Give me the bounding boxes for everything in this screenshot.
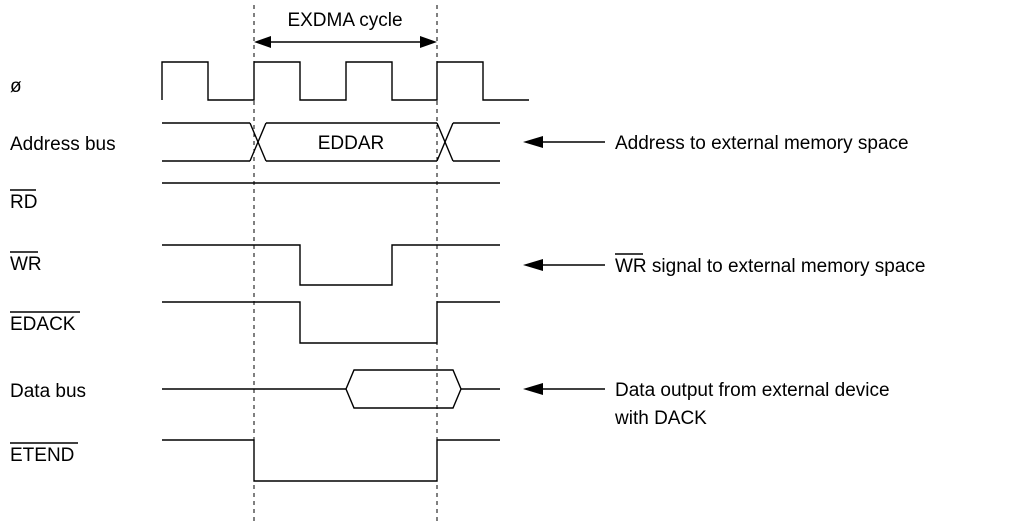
- address-annotation-arrow: [523, 136, 605, 148]
- signal-name-edack: EDACK: [10, 314, 76, 335]
- signal-name-rd: RD: [10, 192, 37, 213]
- signal-name-clock: ø: [10, 76, 22, 97]
- signal-name-etend: ETEND: [10, 445, 74, 466]
- clock-waveform: [161, 61, 529, 101]
- wr-annotation-text: WR signal to external memory space: [615, 256, 925, 277]
- signal-name-address-bus: Address bus: [10, 134, 116, 155]
- address-bus-waveform: [162, 122, 500, 162]
- data-annotation-line1: Data output from external device: [615, 380, 890, 401]
- wr-annotation-signal: WR: [615, 256, 647, 277]
- data-bus-waveform: [162, 369, 500, 409]
- edack-waveform: [162, 301, 500, 344]
- wr-annotation-rest: signal to external memory space: [647, 256, 926, 277]
- etend-waveform: [162, 439, 500, 482]
- data-annotation-line2: with DACK: [614, 408, 707, 429]
- data-annotation-arrow: [523, 383, 605, 395]
- signal-name-wr: WR: [10, 254, 42, 275]
- signal-name-data-bus: Data bus: [10, 381, 86, 402]
- address-annotation-text: Address to external memory space: [615, 133, 909, 154]
- cycle-dimension-arrow: [254, 36, 437, 48]
- wr-waveform: [162, 244, 500, 286]
- wr-annotation-arrow: [523, 259, 605, 271]
- address-value: EDDAR: [318, 133, 385, 154]
- cycle-label: EXDMA cycle: [287, 10, 402, 31]
